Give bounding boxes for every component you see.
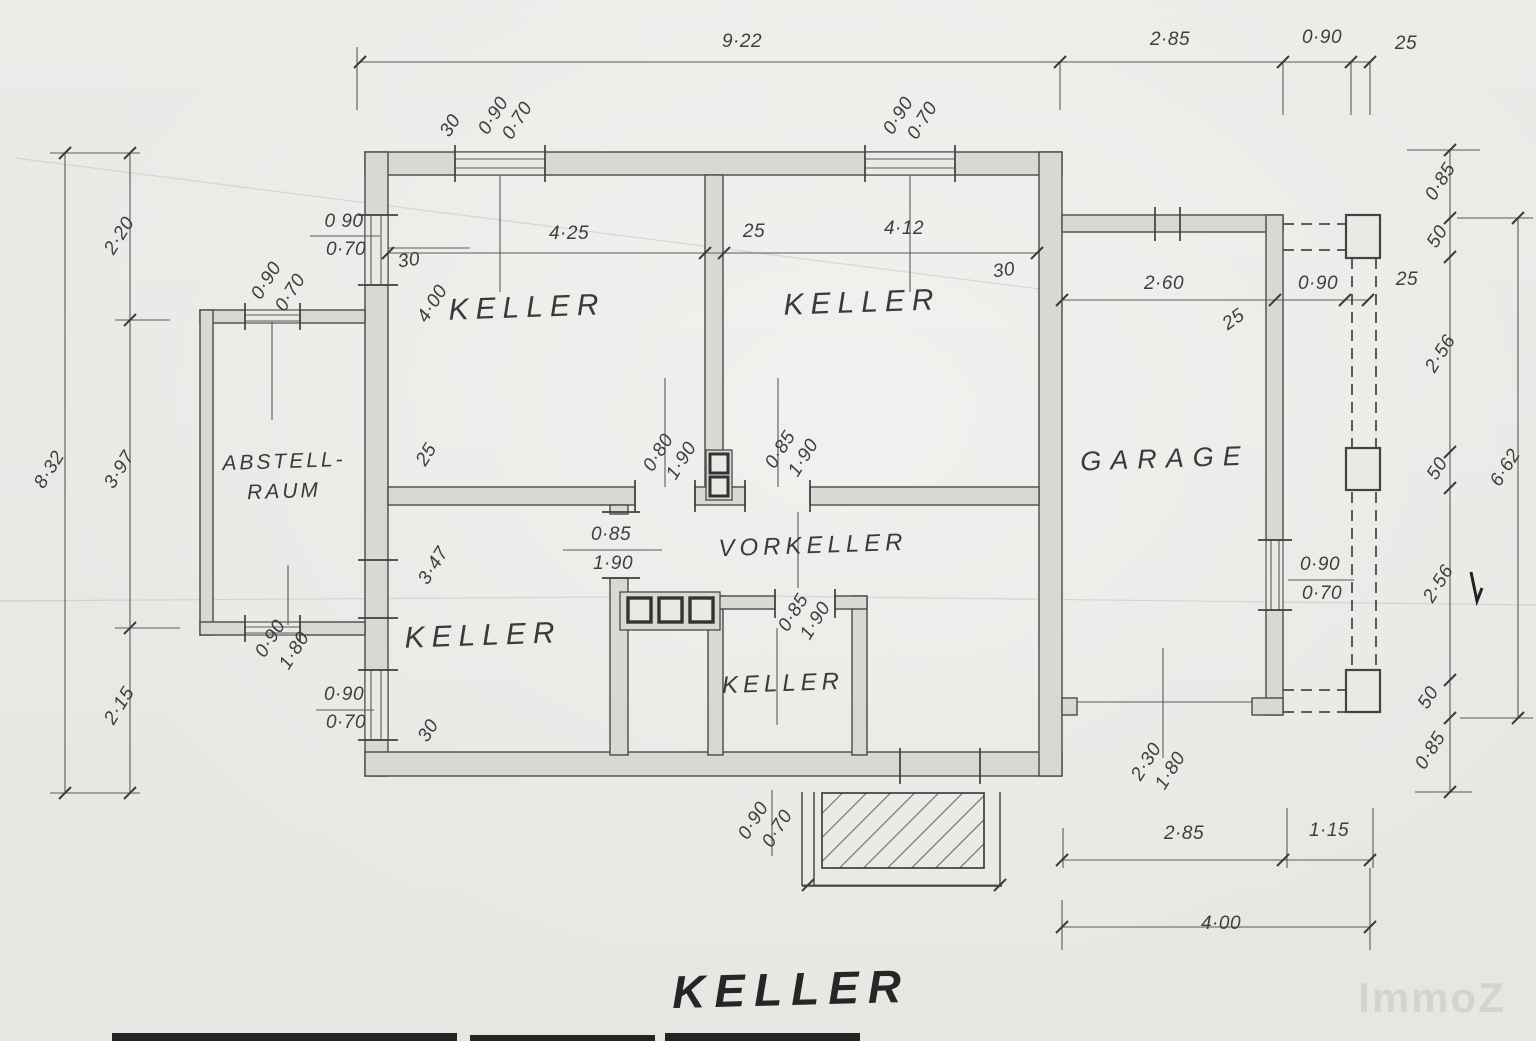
dim-door-190h: 1·90 bbox=[592, 553, 634, 574]
dim-door-085h: 0·85 bbox=[590, 524, 632, 545]
carport-pillars bbox=[1344, 213, 1382, 714]
dim-garwin-090: 0·90 bbox=[1299, 554, 1341, 575]
dim-top-285: 2·85 bbox=[1149, 29, 1191, 50]
dimension-lines bbox=[50, 47, 1533, 950]
jamb-ticks bbox=[244, 145, 1292, 784]
dim-top-25: 25 bbox=[1394, 33, 1418, 54]
dim-garage-090: 0·90 bbox=[1297, 273, 1339, 294]
dim-blwin-090: 0·90 bbox=[323, 684, 365, 705]
dim-leftwin-090: 0 90 bbox=[324, 211, 364, 232]
chimney-blocks bbox=[619, 449, 733, 631]
scan-edge-marks bbox=[112, 1033, 860, 1041]
dim-garage-260: 2·60 bbox=[1143, 273, 1185, 294]
cellar-stair-hatch bbox=[801, 792, 1002, 887]
room-label-keller-top-left: KELLER bbox=[447, 288, 607, 327]
dimension-ticks bbox=[58, 55, 1525, 934]
room-label-abstellraum-line1: ABSTELL- bbox=[222, 447, 346, 476]
dim-top-090: 0·90 bbox=[1301, 27, 1343, 48]
dim-garwin-070: 0·70 bbox=[1301, 583, 1343, 604]
dim-top-922: 9·22 bbox=[721, 31, 763, 52]
room-label-keller-bottom-center: KELLER bbox=[721, 667, 845, 700]
dim-int-30-right: 30 bbox=[991, 258, 1017, 283]
room-label-abstellraum-line2: RAUM bbox=[246, 478, 322, 505]
dim-garage-25a: 25 bbox=[1395, 269, 1419, 290]
room-label-garage: GARAGE bbox=[1079, 440, 1251, 477]
dim-int-425: 4·25 bbox=[548, 223, 590, 244]
dim-bottom-115: 1·15 bbox=[1308, 820, 1350, 841]
room-label-keller-top-right: KELLER bbox=[782, 283, 942, 322]
dim-bottom-285: 2·85 bbox=[1163, 823, 1205, 844]
dim-blwin-070: 0·70 bbox=[325, 712, 367, 733]
dim-leftwin-070: 0·70 bbox=[325, 239, 367, 260]
plan-title: KELLER bbox=[671, 959, 911, 1019]
dim-bottom-400: 4·00 bbox=[1200, 913, 1242, 934]
room-label-keller-bottom-left: KELLER bbox=[403, 616, 563, 655]
dim-int-30-left: 30 bbox=[396, 248, 422, 273]
dim-int-412: 4·12 bbox=[883, 218, 925, 239]
watermark: ImmoZ bbox=[1358, 974, 1506, 1021]
dim-int-25: 25 bbox=[742, 221, 766, 242]
ink-check-mark bbox=[1469, 571, 1484, 607]
